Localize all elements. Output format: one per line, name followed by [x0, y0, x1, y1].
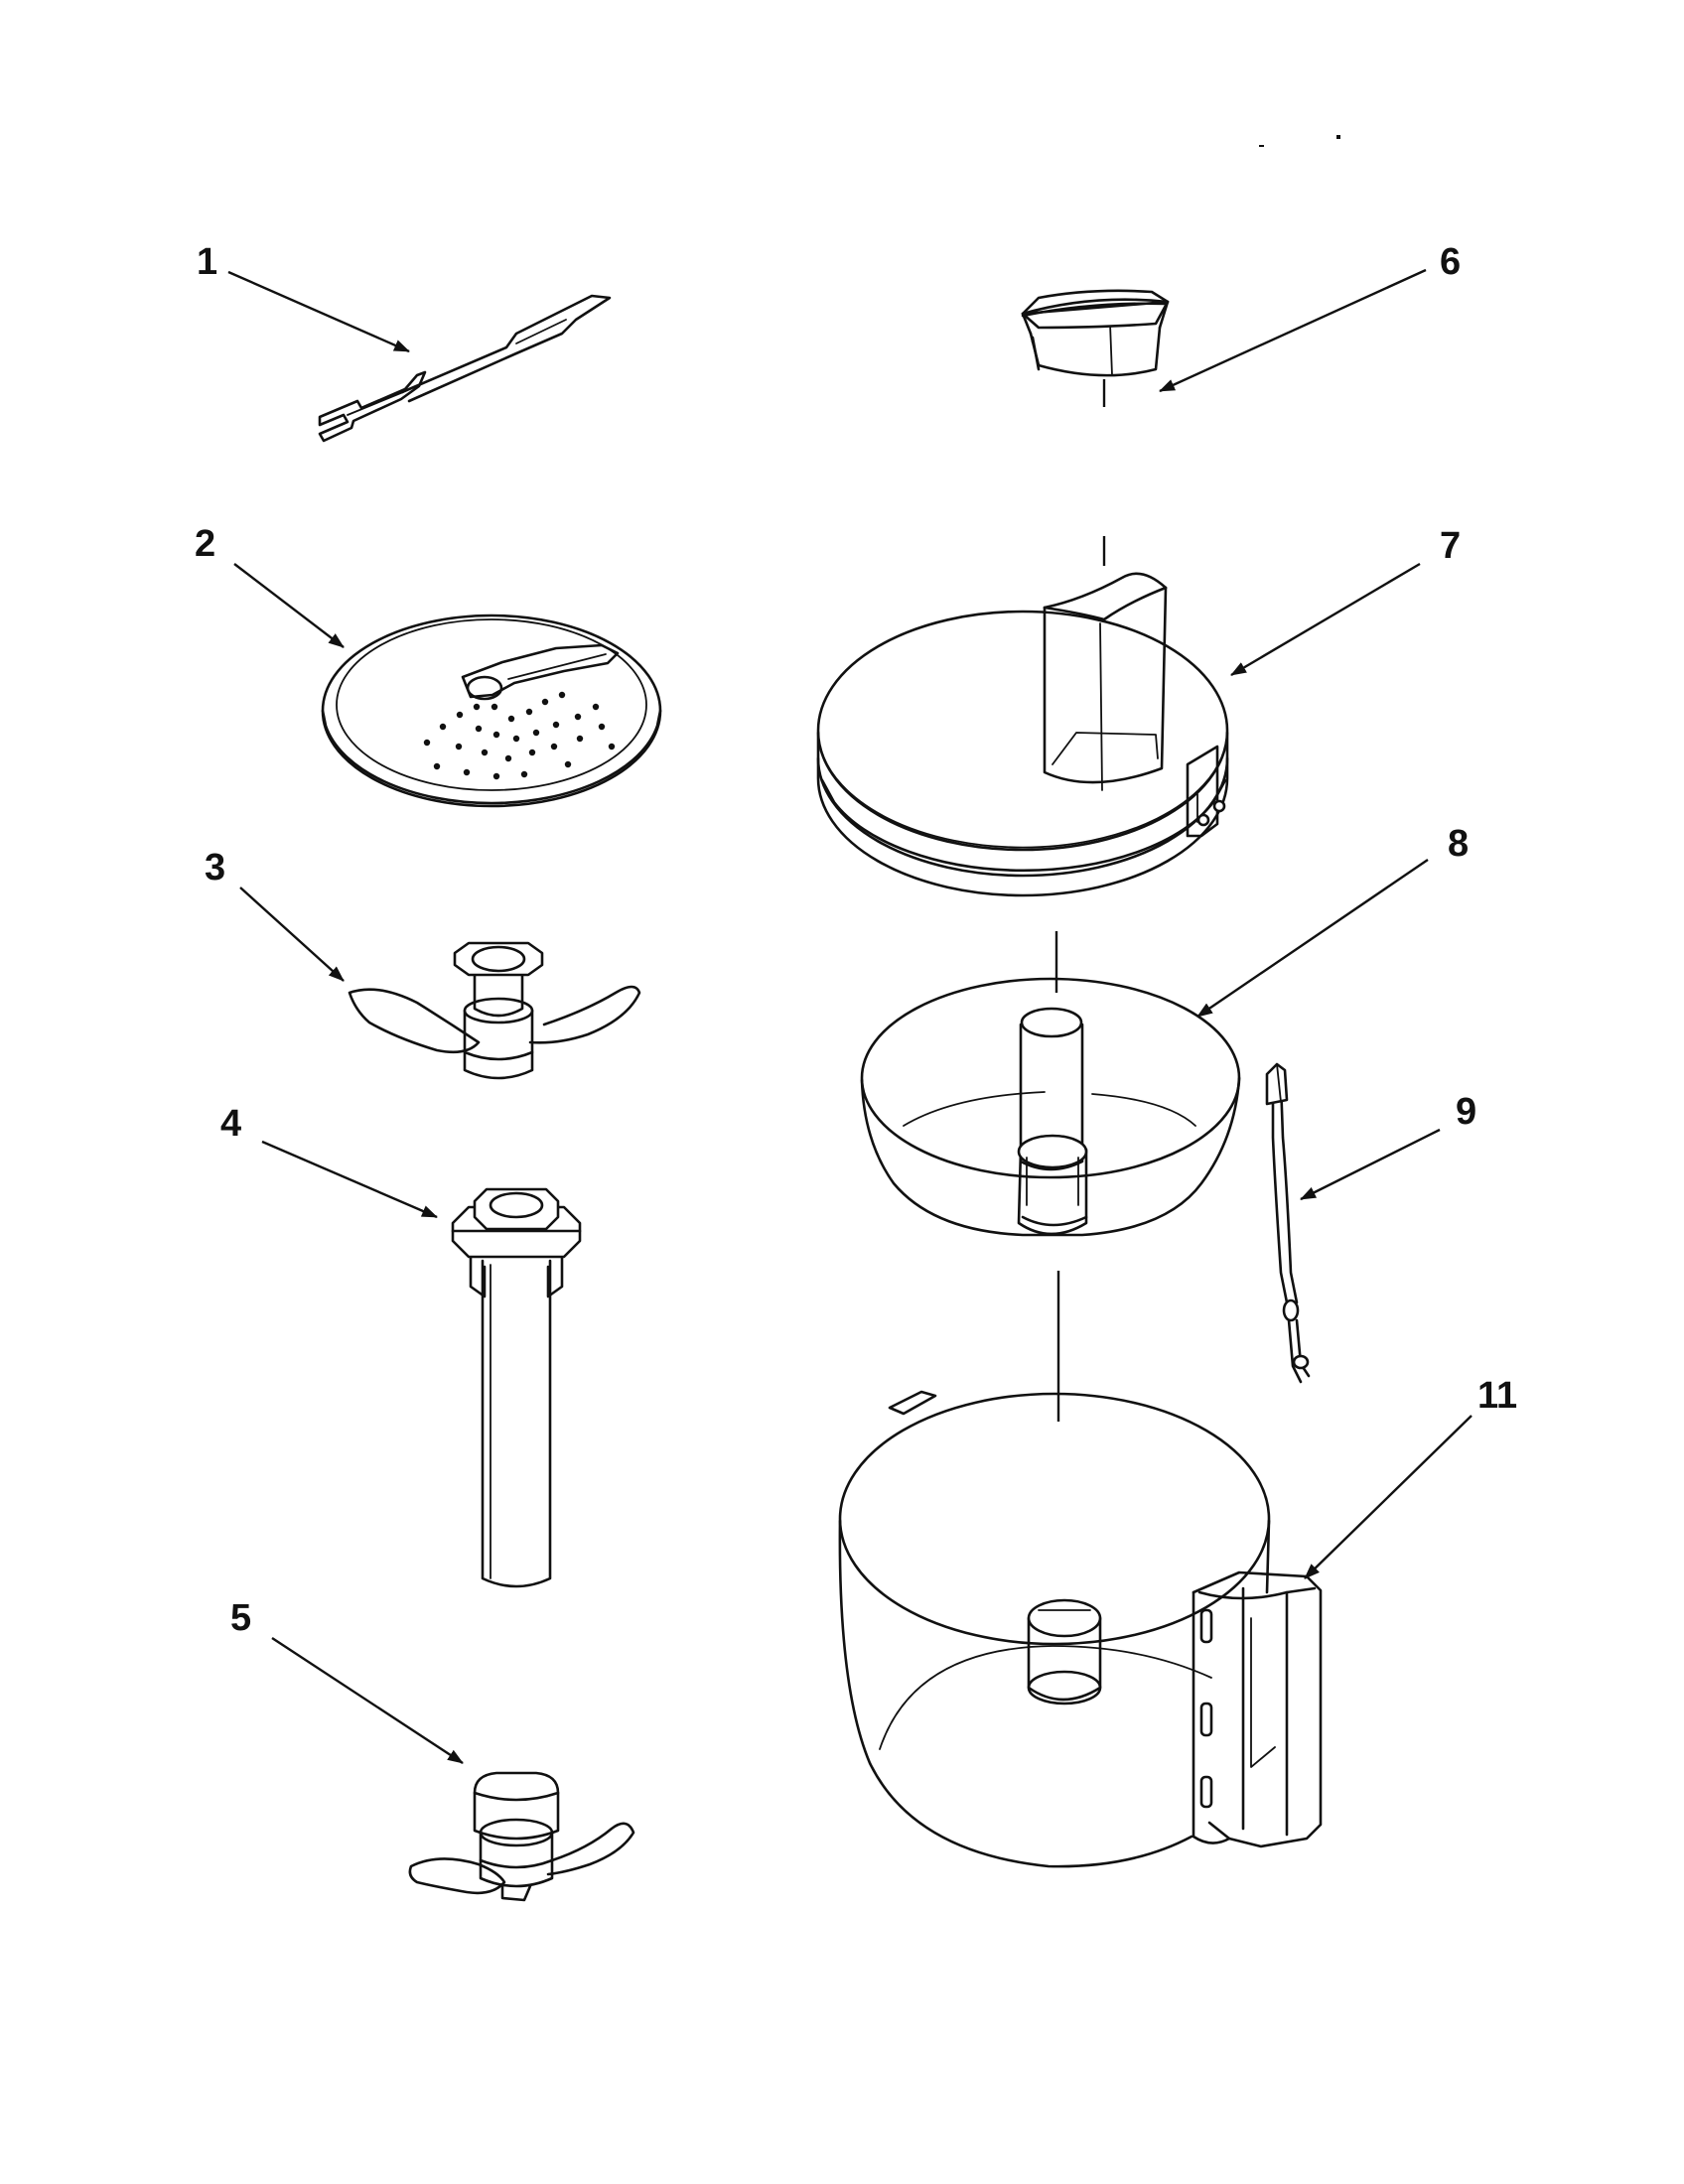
- part-5-chopping-blade: [408, 1771, 635, 1902]
- leader-arrow-2: [233, 563, 345, 648]
- leader-arrows: [227, 268, 1473, 1765]
- part-1-spatula: [318, 294, 612, 443]
- part-3-dough-blade: [348, 941, 641, 1080]
- leader-arrow-8: [1196, 859, 1429, 1018]
- leader-arrow-7: [1230, 562, 1421, 677]
- callout-1: 1: [197, 241, 217, 283]
- callout-5: 5: [230, 1597, 251, 1639]
- leader-arrow-1: [227, 270, 410, 353]
- callout-4: 4: [220, 1103, 241, 1145]
- part-8-mini-bowl: [860, 977, 1241, 1237]
- grating-holes: [423, 691, 616, 780]
- leader-arrow-4: [261, 1140, 438, 1219]
- callout-11: 11: [1477, 1375, 1517, 1417]
- callout-3: 3: [205, 847, 225, 888]
- callout-labels: 1 2 3 4 5 6 7 8 9 11: [195, 241, 1517, 1639]
- callout-6: 6: [1440, 241, 1461, 283]
- callout-9: 9: [1456, 1091, 1476, 1133]
- part-7-work-bowl-cover: [816, 572, 1229, 897]
- part-9-interlock-rod: [1265, 1062, 1311, 1384]
- leader-arrow-6: [1159, 268, 1427, 393]
- leader-arrow-9: [1300, 1128, 1441, 1201]
- leader-arrow-5: [271, 1636, 464, 1765]
- assembly-axis-lines: [1054, 379, 1106, 1422]
- part-4-drive-shaft: [451, 1187, 582, 1588]
- callout-7: 7: [1440, 525, 1461, 567]
- part-11-work-bowl: [838, 1390, 1323, 1868]
- leader-arrow-3: [239, 887, 345, 982]
- scan-specks: [1259, 135, 1340, 147]
- callout-8: 8: [1448, 823, 1469, 865]
- leader-arrow-11: [1304, 1415, 1473, 1579]
- callout-2: 2: [195, 523, 215, 565]
- part-2-slicing-disc: [321, 614, 662, 808]
- part-6-food-pusher: [1021, 289, 1170, 377]
